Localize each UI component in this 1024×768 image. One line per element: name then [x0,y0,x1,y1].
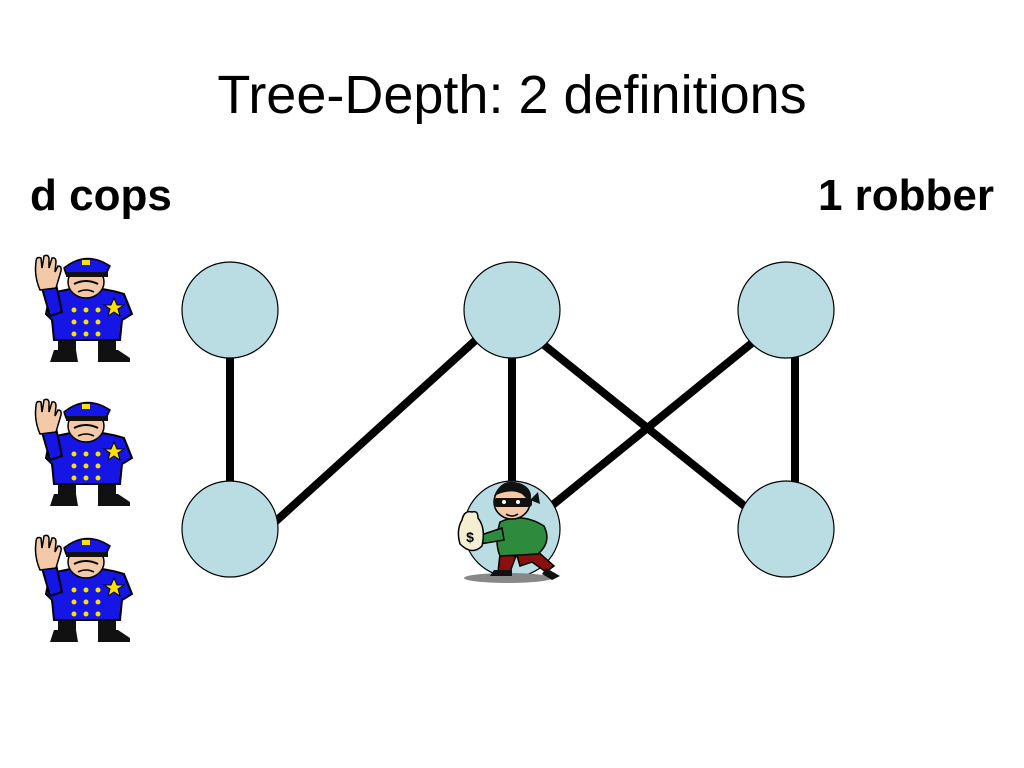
police-officer-icon [34,398,133,507]
edge-bottom-left-top-middle [272,335,481,525]
robber-label: 1 robber [817,171,994,220]
graph-edges [226,335,799,525]
police-officer-icon [34,534,133,643]
cops-label: d cops [30,171,172,220]
edge-top-right-bottom-middle [541,339,755,516]
node-bottom-right [737,480,835,578]
node-top-middle [463,261,561,359]
police-officer-icon [34,254,133,363]
node-top-right [737,261,835,359]
node-bottom-left [181,480,279,578]
slide-title: Tree-Depth: 2 definitions [217,65,807,125]
node-top-left [181,261,279,359]
